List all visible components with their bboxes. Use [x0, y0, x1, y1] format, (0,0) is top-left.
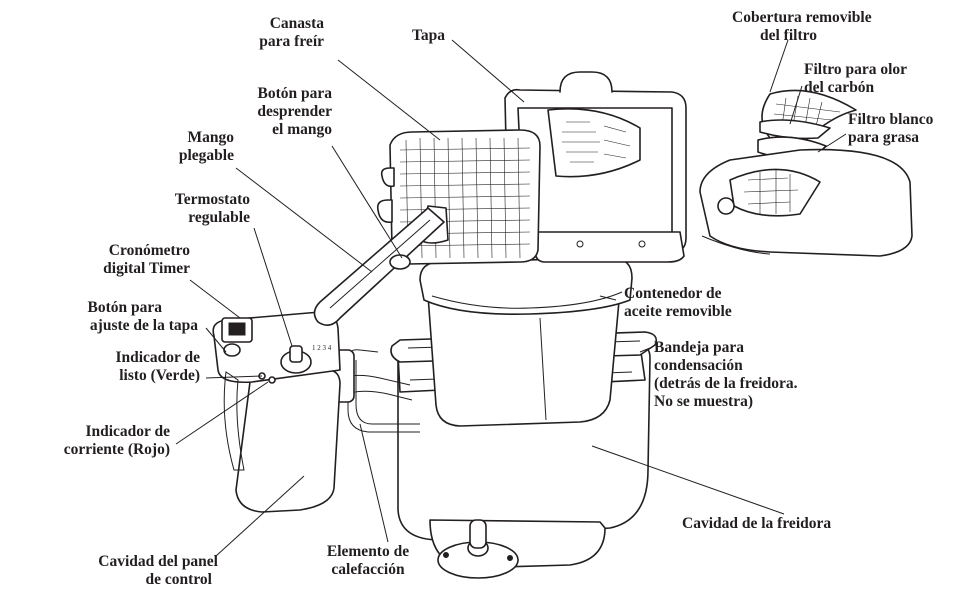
label-fryer-cavity: Cavidad de la freidora [682, 515, 831, 532]
label-condensation-tray-line-2: condensación [654, 357, 743, 374]
label-grease-filter-line-2: para grasa [848, 129, 919, 146]
label-lid: Tapa [412, 27, 445, 44]
label-basket-line-2: para freír [259, 33, 324, 50]
label-handle-release-line-1: Botón para [258, 85, 333, 102]
oil-container [419, 257, 633, 427]
label-condensation-tray-line-1: Bandeja para [654, 339, 744, 356]
label-condensation-tray-line-3: (detrás de la freidora. [654, 375, 798, 392]
label-condensation-tray: Bandeja para condensación (detrás de la … [654, 339, 798, 410]
label-oil-container: Contenedor de aceite removible [624, 285, 732, 320]
label-ready-light-line-2: listo (Verde) [119, 367, 200, 384]
label-filter-cover: Cobertura removible del filtro [732, 9, 872, 44]
label-power-light-line-1: Indicador de [85, 423, 170, 440]
label-control-panel-line-1: Cavidad del panel [98, 553, 218, 570]
label-thermostat-line-1: Termostato [175, 191, 250, 208]
label-filter-cover-line-1: Cobertura removible [732, 9, 872, 26]
label-handle-release-line-2: desprender [257, 103, 332, 120]
leader-lines [175, 39, 847, 557]
label-oil-container-line-1: Contenedor de [624, 285, 722, 302]
control-panel-cavity: 1 2 3 4 [212, 311, 341, 513]
label-condensation-tray-line-4: No se muestra) [654, 393, 753, 410]
label-lid-button: Botón para ajuste de la tapa [88, 299, 199, 334]
svg-text:1 2 3 4: 1 2 3 4 [312, 344, 332, 352]
label-charcoal-filter: Filtro para olor del carbón [804, 61, 907, 96]
label-timer-line-1: Cronómetro [109, 242, 190, 259]
label-control-panel-line-2: de control [146, 571, 213, 588]
label-handle-release: Botón para desprender el mango [257, 85, 332, 138]
label-lid-button-line-2: ajuste de la tapa [90, 317, 198, 334]
label-basket: Canasta para freír [259, 15, 324, 50]
label-oil-container-line-2: aceite removible [624, 303, 732, 320]
label-grease-filter-line-1: Filtro blanco [848, 111, 934, 128]
label-power-light-line-2: corriente (Rojo) [64, 441, 170, 458]
label-charcoal-filter-line-2: del carbón [804, 79, 875, 96]
label-folding-handle-line-1: Mango [188, 129, 235, 146]
label-basket-line-1: Canasta [270, 15, 325, 32]
label-heating-element: Elemento de calefacción [327, 543, 409, 578]
label-charcoal-filter-line-1: Filtro para olor [804, 61, 907, 78]
label-grease-filter: Filtro blanco para grasa [848, 111, 934, 146]
label-lid-line-1: Tapa [412, 27, 445, 44]
label-thermostat-line-2: regulable [188, 209, 250, 226]
folding-handle [313, 205, 449, 326]
label-ready-light: Indicador de listo (Verde) [115, 349, 200, 384]
label-thermostat: Termostato regulable [175, 191, 250, 226]
label-heating-element-line-1: Elemento de [327, 543, 409, 560]
label-heating-element-line-2: calefacción [331, 561, 405, 578]
label-timer: Cronómetro digital Timer [103, 242, 190, 277]
label-ready-light-line-1: Indicador de [115, 349, 200, 366]
lid [504, 71, 687, 263]
label-timer-line-2: digital Timer [103, 260, 190, 277]
label-power-light: Indicador de corriente (Rojo) [64, 423, 170, 458]
filter-cover-assembly [699, 89, 913, 257]
label-folding-handle-line-2: plegable [179, 147, 234, 164]
label-folding-handle: Mango plegable [179, 129, 234, 164]
label-fryer-cavity-line-1: Cavidad de la freidora [682, 515, 831, 532]
label-handle-release-line-3: el mango [272, 121, 332, 138]
label-control-panel: Cavidad del panel de control [98, 553, 218, 588]
label-lid-button-line-1: Botón para [88, 299, 163, 316]
label-filter-cover-line-2: del filtro [760, 27, 817, 44]
